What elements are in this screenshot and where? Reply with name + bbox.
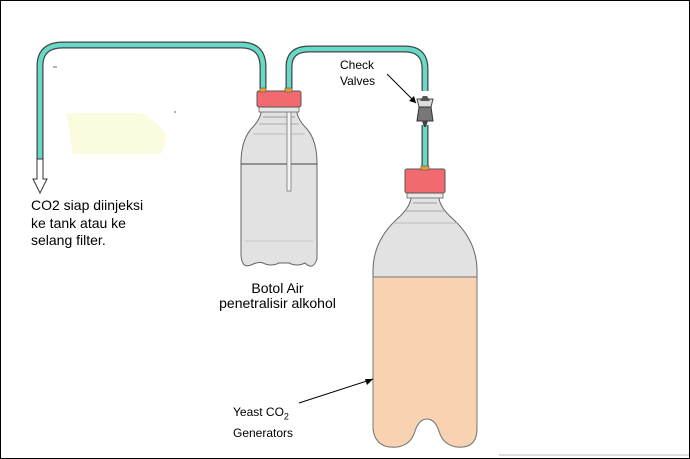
check-valve bbox=[416, 96, 434, 127]
yeast-label-subscript: 2 bbox=[283, 411, 289, 422]
background-smudge bbox=[66, 113, 166, 154]
yeast-label-main: Yeast CO bbox=[233, 405, 284, 419]
outlet-arrow bbox=[32, 158, 48, 195]
yeast-label-line2: Generators bbox=[233, 426, 294, 441]
botol-label-line2: penetralisir alkohol bbox=[219, 295, 336, 311]
check-valve-label: Check Valves bbox=[340, 57, 375, 89]
check-valve-pointer bbox=[386, 73, 417, 104]
co2-label-line3: selang filter. bbox=[31, 232, 106, 248]
co2-label-line2: ke tank atau ke bbox=[31, 214, 126, 231]
botol-label-line1: Botol Air bbox=[251, 280, 304, 296]
generator-bottle bbox=[372, 165, 478, 448]
yeast-generator-label: Yeast CO2 Generators bbox=[233, 404, 293, 442]
neutralizer-bottle-label: Botol Air penetralisir alkohol bbox=[215, 281, 340, 311]
check-label-line1: Check bbox=[340, 58, 375, 72]
co2-label-line1: CO2 siap diinjeksi bbox=[31, 197, 144, 213]
check-label-line2: Valves bbox=[340, 74, 376, 88]
yeast-pointer bbox=[298, 378, 374, 404]
co2-output-label: CO2 siap diinjeksi ke tank atau ke selan… bbox=[31, 197, 143, 250]
neutralizer-bottle bbox=[240, 87, 318, 267]
yeast-label-line1: Yeast CO2 bbox=[233, 404, 293, 425]
